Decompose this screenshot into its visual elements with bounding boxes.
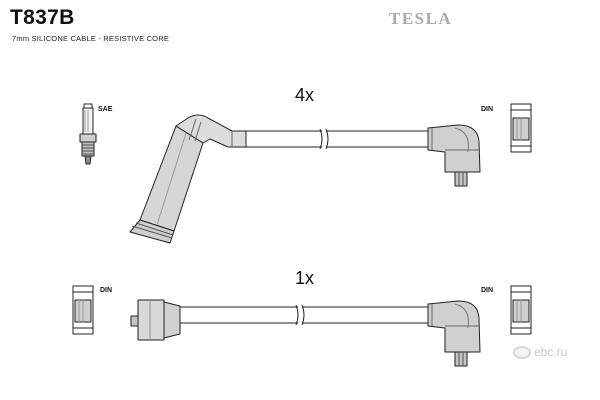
cable-spec: 7mm SILICONE CABLE - RESISTIVE CORE xyxy=(12,34,170,43)
label-sae: SAE xyxy=(98,106,113,113)
boot-din-elbow-set2 xyxy=(427,300,481,367)
watermark: ebc.ru xyxy=(513,345,568,360)
quantity-set-1: 4x xyxy=(295,85,315,105)
spark-plug-icon xyxy=(79,103,97,165)
watermark-text: ebc.ru xyxy=(534,345,568,359)
boot-sae-straight xyxy=(129,125,204,244)
boot-din-elbow-set1 xyxy=(427,124,481,187)
cable-set1 xyxy=(246,128,428,150)
boot-din-straight-set2 xyxy=(130,299,181,341)
din-terminal-icon-set2-right xyxy=(510,285,532,335)
watermark-logo-icon xyxy=(513,346,531,360)
label-din-set2-left: DIN xyxy=(100,287,113,294)
label-din-set1: DIN xyxy=(481,106,494,113)
din-terminal-icon-set2-left xyxy=(72,285,94,335)
quantity-set-2: 1x xyxy=(295,268,315,288)
part-number: T837B xyxy=(10,6,75,29)
label-din-set2-right: DIN xyxy=(481,287,494,294)
brand-logo: TESLA xyxy=(389,9,453,28)
din-terminal-icon-set1 xyxy=(510,103,532,153)
cable-set2 xyxy=(180,304,428,326)
boot-sae-elbow xyxy=(175,114,247,148)
